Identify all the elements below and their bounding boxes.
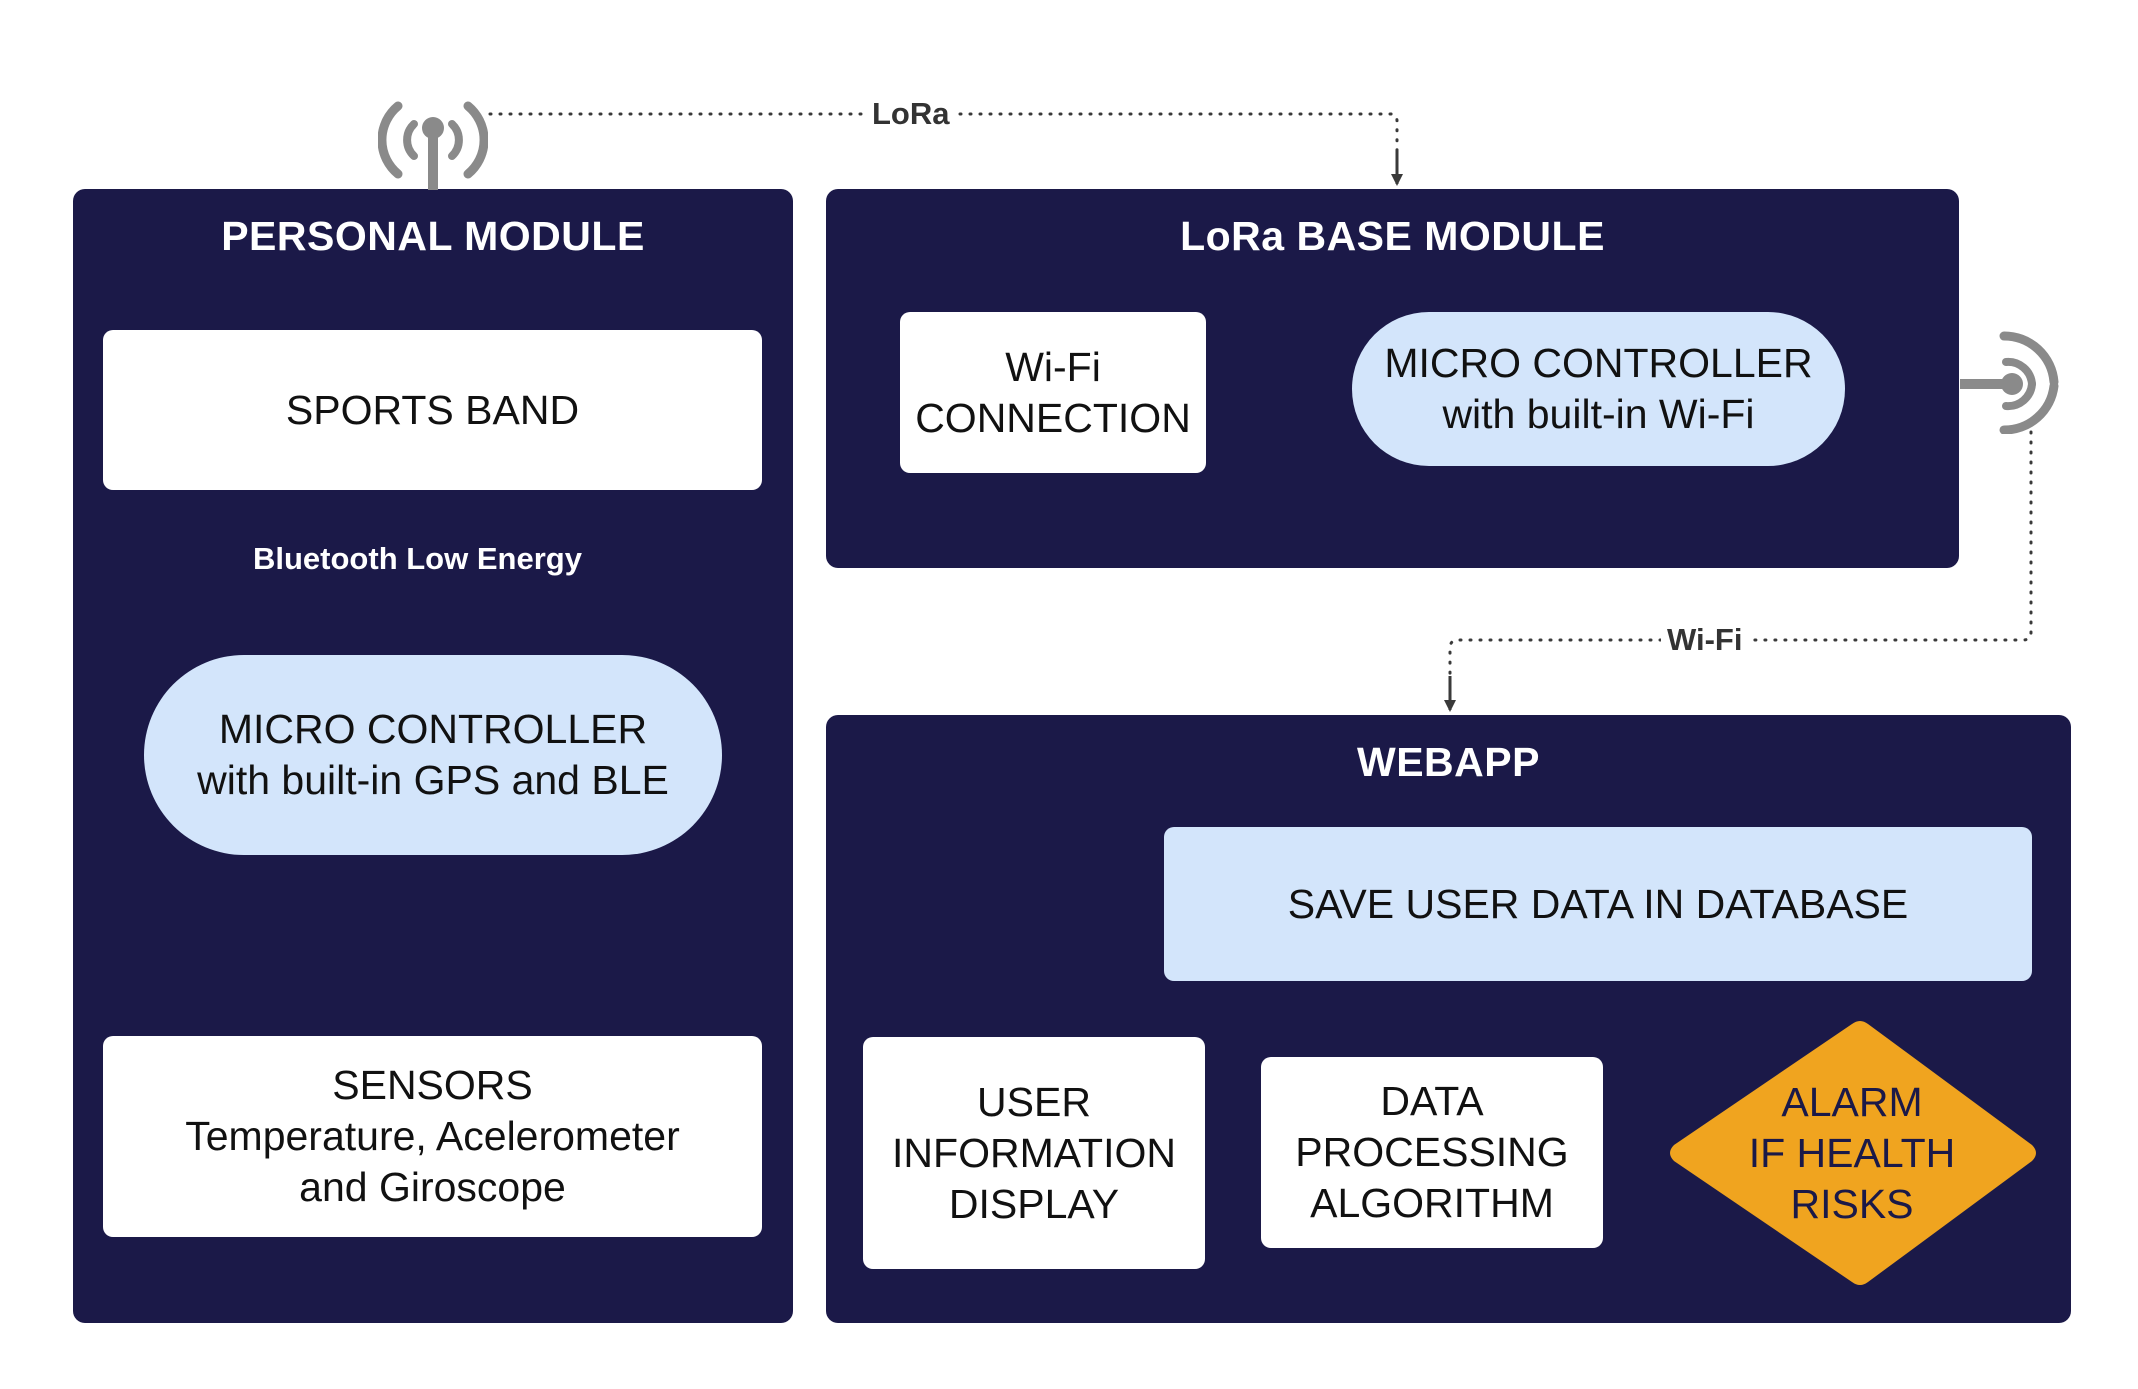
user-information-display-node: USER INFORMATION DISPLAY bbox=[863, 1037, 1205, 1269]
user-info-line-1: USER bbox=[977, 1078, 1091, 1125]
micro-controller-wifi-line-2: with built-in Wi-Fi bbox=[1442, 391, 1755, 437]
wifi-link-segment-right bbox=[1731, 430, 2033, 642]
sports-band-node: SPORTS BAND bbox=[103, 330, 762, 490]
alarm-diamond bbox=[1670, 1021, 2036, 1285]
user-info-line-2: INFORMATION bbox=[892, 1129, 1176, 1176]
data-processing-line-3: ALGORITHM bbox=[1310, 1180, 1554, 1226]
sensors-node: SENSORS Temperature, Acelerometer and Gi… bbox=[103, 1036, 762, 1237]
sensors-line-3: and Giroscope bbox=[299, 1164, 566, 1210]
data-processing-algorithm-node: DATA PROCESSING ALGORITHM bbox=[1261, 1057, 1603, 1248]
save-user-data-label: SAVE USER DATA IN DATABASE bbox=[1287, 880, 1909, 927]
micro-controller-gps-ble-line-1: MICRO CONTROLLER bbox=[218, 706, 648, 752]
alarm-line-2: IF HEALTH bbox=[1748, 1129, 1956, 1176]
sensors-line-1: SENSORS bbox=[332, 1062, 533, 1108]
personal-module-title: PERSONAL MODULE bbox=[221, 213, 645, 259]
user-info-line-3: DISPLAY bbox=[948, 1180, 1120, 1227]
wifi-edge-label: Wi-Fi bbox=[1661, 622, 1749, 658]
alarm-line-1: ALARM bbox=[1781, 1078, 1923, 1125]
webapp-title: WEBAPP bbox=[1357, 739, 1540, 785]
ble-edge-label: Bluetooth Low Energy bbox=[247, 541, 588, 577]
micro-controller-gps-ble-node: MICRO CONTROLLER with built-in GPS and B… bbox=[144, 655, 722, 855]
lora-link-segment-right bbox=[948, 112, 1399, 152]
lora-edge-label: LoRa bbox=[866, 96, 956, 132]
save-user-data-node: SAVE USER DATA IN DATABASE bbox=[1164, 827, 2032, 981]
wifi-connection-node: Wi-Fi CONNECTION bbox=[900, 312, 1206, 473]
wifi-link-segment-left bbox=[1448, 638, 1663, 678]
micro-controller-gps-ble-line-2: with built-in GPS and BLE bbox=[197, 757, 669, 803]
alarm-line-3: RISKS bbox=[1790, 1180, 1914, 1227]
sensors-line-2: Temperature, Acelerometer bbox=[185, 1113, 680, 1159]
micro-controller-wifi-line-1: MICRO CONTROLLER bbox=[1384, 340, 1813, 386]
micro-controller-wifi-node: MICRO CONTROLLER with built-in Wi-Fi bbox=[1352, 312, 1845, 466]
data-processing-line-1: DATA bbox=[1380, 1078, 1484, 1124]
antenna-signal-icon bbox=[378, 101, 488, 190]
sports-band-label: SPORTS BAND bbox=[285, 386, 580, 433]
alarm-label: ALARM IF HEALTH RISKS bbox=[1662, 1016, 2042, 1290]
lora-base-module-title: LoRa BASE MODULE bbox=[1180, 213, 1605, 259]
wifi-connection-line-2: CONNECTION bbox=[915, 394, 1191, 441]
data-processing-line-2: PROCESSING bbox=[1295, 1129, 1569, 1175]
wifi-connection-line-1: Wi-Fi bbox=[1005, 343, 1101, 390]
wireless-receiver-icon bbox=[1960, 331, 2059, 434]
